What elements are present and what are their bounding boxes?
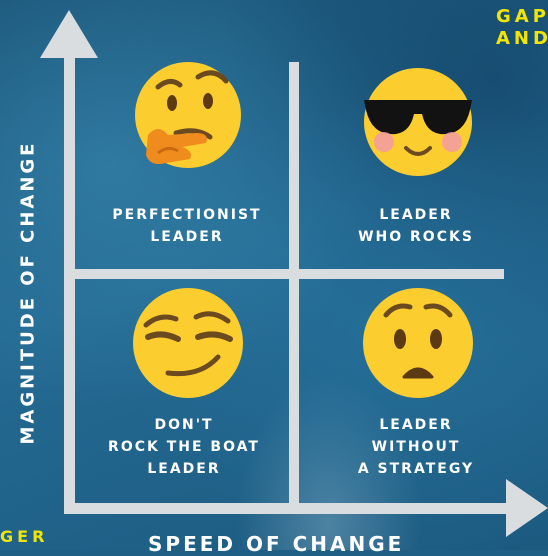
x-axis-line	[64, 503, 514, 514]
quadrant-label-leader-who-rocks: LEADER WHO ROCKS	[358, 207, 474, 245]
x-axis-arrowhead	[506, 479, 548, 537]
y-axis-label: MAGNITUDE OF CHANGE	[17, 140, 39, 445]
worried-face-icon	[363, 288, 473, 398]
quadrant-label-dont-rock-the-boat: DON'T ROCK THE BOAT LEADER	[108, 417, 260, 477]
quadrant-label-perfectionist: PERFECTIONIST LEADER	[112, 207, 262, 245]
smirking-face-icon	[133, 288, 243, 398]
horizontal-divider	[64, 269, 504, 279]
corner-caption-top: GAP AND	[496, 6, 548, 49]
corner-caption-bottom: GER	[0, 527, 49, 546]
vertical-divider	[289, 62, 299, 504]
quadrant-label-without-strategy: LEADER WITHOUT A STRATEGY	[357, 417, 475, 477]
y-axis-line	[64, 52, 75, 514]
y-axis-arrowhead	[40, 10, 98, 58]
x-axis-label: SPEED OF CHANGE	[148, 532, 405, 556]
sunglasses-face-icon	[364, 68, 472, 176]
thinking-face-icon	[135, 62, 241, 168]
